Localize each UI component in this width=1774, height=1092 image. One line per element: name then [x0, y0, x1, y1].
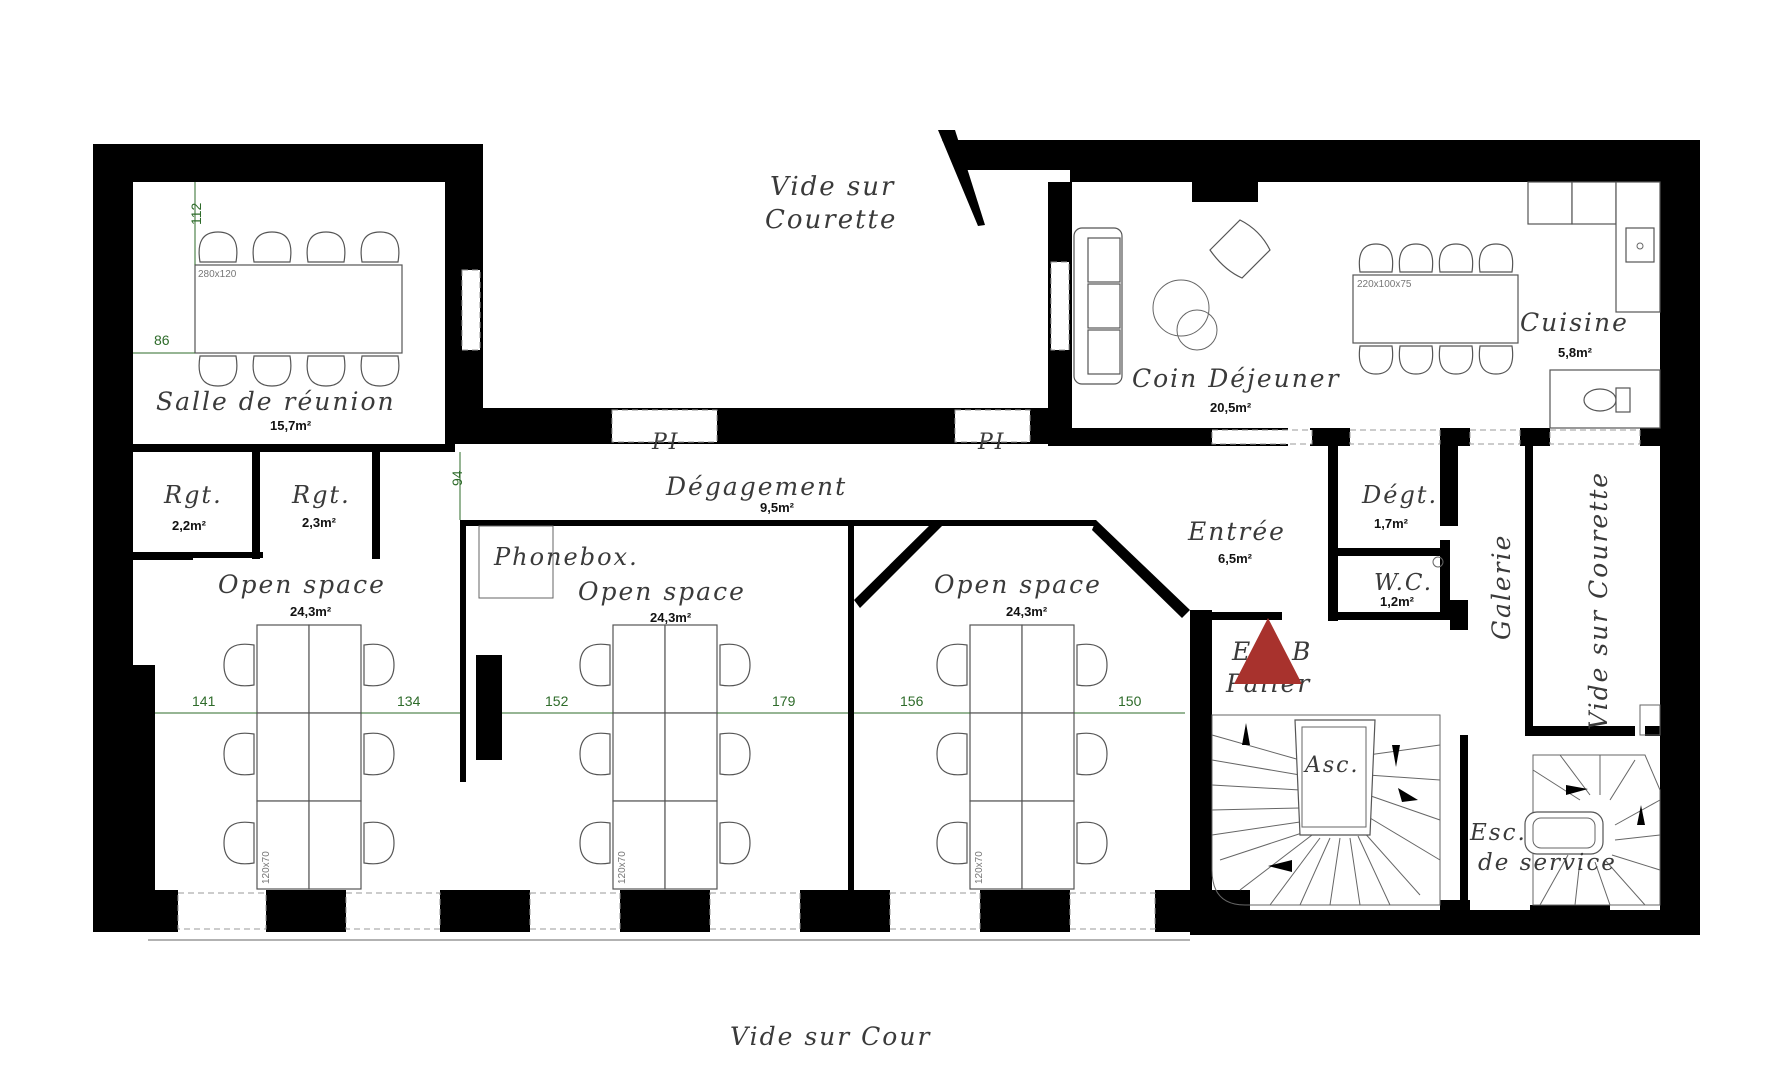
dining-area-value: 20,5m² [1210, 400, 1252, 415]
open1-name: Open space [218, 570, 386, 599]
kitchen-area: 5,8m² [1558, 345, 1593, 360]
desk-cluster [969, 624, 1075, 890]
entrance-marker-icon [1234, 618, 1302, 684]
elevator-label: Asc. [1303, 753, 1360, 778]
courette-top-label-2: Courette [765, 205, 897, 235]
chair-icon [1358, 243, 1514, 375]
dim-os3-right: 150 [1118, 693, 1142, 709]
rgt2-area: 2,3m² [302, 515, 337, 530]
dim-os2-right: 179 [772, 693, 796, 709]
dim-meeting-horizontal: 86 [154, 332, 170, 348]
dim-os1-right: 134 [397, 693, 421, 709]
dim-door-94: 94 [449, 470, 465, 486]
chair-icon [936, 643, 1108, 865]
rgt2-name: Rgt. [291, 481, 351, 509]
degt-name: Dégt. [1361, 481, 1438, 509]
dining-table [1352, 274, 1519, 344]
dining-area: 220x100x75 Coin Déjeuner 20,5m² [1073, 219, 1519, 415]
kitchen: Cuisine 5,8m² [1520, 181, 1661, 429]
desk-cluster [256, 624, 362, 890]
sink-icon [1625, 227, 1655, 263]
sofa-icon [1073, 227, 1123, 385]
dining-table-size: 220x100x75 [1357, 279, 1412, 290]
chair-icon [223, 643, 395, 865]
wc-name: W.C. [1374, 570, 1433, 596]
service-stairs: Esc. de service [1469, 704, 1661, 906]
service-elevator [1524, 811, 1604, 855]
desk-size-3: 120x70 [974, 851, 985, 884]
chair-icon [579, 643, 751, 865]
entree-name: Entrée [1187, 517, 1286, 546]
meeting-room-area: 15,7m² [270, 418, 312, 433]
meeting-room-name: Salle de réunion [156, 387, 396, 416]
open2-name: Open space [578, 577, 746, 606]
stair-arrow-icon [1242, 723, 1250, 745]
dim-os3-left: 156 [900, 693, 924, 709]
stair-arrow-icon [1392, 745, 1400, 767]
palier-label-e: E [1231, 637, 1252, 666]
pl-left-label: PI [651, 430, 680, 455]
open-space-2: Open space 24,3m² 120x70 152 179 [502, 577, 848, 890]
coffee-table-large [1152, 279, 1210, 337]
wc-area: 1,2m² [1380, 594, 1415, 609]
dining-name: Coin Déjeuner [1132, 364, 1341, 393]
service-stairs-label-2: de service [1478, 850, 1617, 876]
dim-meeting-vertical: 112 [188, 202, 204, 225]
galerie-name: Galerie [1487, 534, 1516, 640]
openings [148, 261, 1641, 941]
pl-right-label: PI [977, 430, 1006, 455]
open3-name: Open space [934, 570, 1102, 599]
stairwell: Asc. E B Palier [1211, 618, 1441, 906]
coffee-table-small [1176, 309, 1218, 351]
open3-area: 24,3m² [1006, 604, 1048, 619]
armchair-icon [1209, 219, 1271, 279]
courette-top-label-1: Vide sur [770, 172, 895, 202]
stair-arrow-icon [1566, 785, 1588, 795]
stair-arrow-icon [1637, 805, 1645, 825]
elevator: Asc. [1294, 719, 1376, 836]
desk-size-2: 120x70 [617, 851, 628, 884]
courette-right-label: Vide sur Courette [1584, 471, 1613, 730]
desk-size-1: 120x70 [261, 851, 272, 884]
chair-icon [198, 231, 400, 387]
desk-cluster [612, 624, 718, 890]
dim-os1-left: 141 [192, 693, 216, 709]
stair-arrow-icon [1398, 788, 1418, 802]
rgt1-name: Rgt. [163, 481, 223, 509]
cour-bottom-label: Vide sur Cour [730, 1022, 931, 1051]
degt-area: 1,7m² [1374, 516, 1409, 531]
degagement-name: Dégagement [665, 472, 847, 501]
service-stairs-label-1: Esc. [1469, 820, 1527, 846]
toilet-icon [1583, 387, 1631, 413]
dim-os2-left: 152 [545, 693, 569, 709]
open-space-3: Open space 24,3m² 120x70 156 150 [854, 570, 1185, 890]
open-space-1: Open space 24,3m² 120x70 141 134 [155, 570, 460, 890]
phonebox-name: Phonebox. [493, 543, 639, 571]
open1-area: 24,3m² [290, 604, 332, 619]
phonebox-box [478, 525, 554, 599]
degagement-area: 9,5m² [760, 500, 795, 515]
meeting-room: 280x120 112 86 Salle de réunion 15,7m² [133, 182, 403, 433]
meeting-table [194, 264, 403, 354]
stair-arrow-icon [1268, 860, 1292, 872]
entree-area: 6,5m² [1218, 551, 1253, 566]
meeting-table-size: 280x120 [198, 269, 237, 280]
palier-label-b: B [1291, 637, 1312, 666]
rgt1-area: 2,2m² [172, 518, 207, 533]
kitchen-name: Cuisine [1520, 308, 1629, 337]
open2-area: 24,3m² [650, 610, 692, 625]
